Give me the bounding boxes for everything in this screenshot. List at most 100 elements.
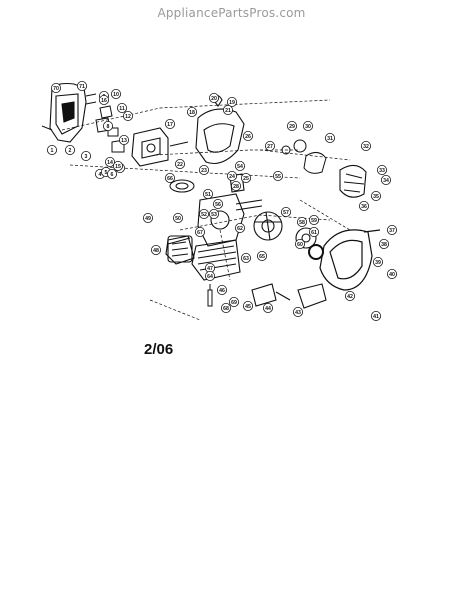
callout-57: 57 <box>280 206 291 217</box>
callout-label: 25 <box>243 176 249 182</box>
callout-41: 41 <box>370 310 381 321</box>
callout-label: 54 <box>237 164 243 170</box>
callout-15: 15 <box>113 160 124 171</box>
callout-label: 6 <box>111 172 114 178</box>
callout-label: 30 <box>305 124 311 130</box>
callout-34: 34 <box>380 174 391 185</box>
callout-label: 14 <box>107 160 113 166</box>
callout-53: 53 <box>208 208 219 219</box>
site-watermark: AppliancePartsPros.com <box>157 6 306 20</box>
gasket-part <box>169 179 195 193</box>
cylinder-part <box>191 239 241 281</box>
callout-66: 66 <box>164 172 175 183</box>
callout-46: 46 <box>216 284 227 295</box>
callout-38: 38 <box>378 238 389 249</box>
callout-40: 40 <box>386 268 397 279</box>
callout-62: 62 <box>234 222 245 233</box>
callout-label: 66 <box>167 176 173 182</box>
callout-45: 45 <box>242 300 253 311</box>
callout-label: 63 <box>243 256 249 262</box>
callout-label: 56 <box>215 202 221 208</box>
callout-16: 16 <box>99 95 110 106</box>
callout-61: 61 <box>308 226 319 237</box>
callout-label: 31 <box>327 136 333 142</box>
callout-33: 33 <box>376 164 387 175</box>
callout-label: 40 <box>389 272 395 278</box>
callout-70: 70 <box>51 83 62 94</box>
callout-label: 26 <box>245 134 251 140</box>
callout-label: 20 <box>211 96 217 102</box>
callout-69: 69 <box>228 296 239 307</box>
callout-37: 37 <box>386 224 397 235</box>
callout-label: 48 <box>153 248 159 254</box>
callout-label: 8 <box>107 124 110 130</box>
washer-parts <box>281 139 327 174</box>
callout-label: 34 <box>383 178 389 184</box>
screw-parts <box>41 93 97 131</box>
callout-label: 21 <box>225 108 231 114</box>
callout-label: 67 <box>197 230 203 236</box>
callout-label: 71 <box>79 84 85 90</box>
callout-30: 30 <box>302 121 313 132</box>
callout-label: 52 <box>201 212 207 218</box>
callout-label: 4 <box>99 172 102 178</box>
callout-label: 16 <box>101 98 107 104</box>
callout-59: 59 <box>308 214 319 225</box>
drive-cone-part <box>339 164 367 198</box>
callout-49: 49 <box>142 212 153 223</box>
callout-label: 57 <box>283 210 289 216</box>
starter-housing-part <box>319 229 381 291</box>
callout-label: 44 <box>265 306 271 312</box>
callout-43: 43 <box>292 306 303 317</box>
callout-13: 13 <box>119 134 130 145</box>
callout-label: 70 <box>53 86 59 92</box>
callout-label: 18 <box>189 110 195 116</box>
callout-52: 52 <box>198 208 209 219</box>
callout-8: 8 <box>103 121 114 132</box>
callout-60: 60 <box>294 238 305 249</box>
callout-label: 60 <box>297 242 303 248</box>
callout-64: 64 <box>204 270 215 281</box>
callout-label: 32 <box>363 144 369 150</box>
callout-55: 55 <box>272 170 283 181</box>
callout-label: 35 <box>373 194 379 200</box>
callout-label: 22 <box>177 162 183 168</box>
callout-36: 36 <box>358 200 369 211</box>
callout-63: 63 <box>240 252 251 263</box>
callout-label: 13 <box>121 138 127 144</box>
callout-label: 62 <box>237 226 243 232</box>
callout-label: 3 <box>85 154 88 160</box>
callout-label: 50 <box>175 216 181 222</box>
callout-label: 1 <box>51 148 54 154</box>
callout-label: 38 <box>381 242 387 248</box>
callout-label: 27 <box>267 144 273 150</box>
diagram-date: 2/06 <box>144 341 174 358</box>
callout-3: 3 <box>81 150 92 161</box>
callout-label: 11 <box>119 106 125 112</box>
callout-18: 18 <box>186 107 197 118</box>
callout-68: 68 <box>220 302 231 313</box>
callout-label: 65 <box>259 254 265 260</box>
callout-label: 55 <box>275 174 281 180</box>
callout-label: 17 <box>167 122 173 128</box>
callout-29: 29 <box>286 121 297 132</box>
callout-label: 68 <box>223 306 229 312</box>
callout-label: 19 <box>229 100 235 106</box>
callout-10: 10 <box>111 89 122 100</box>
callout-label: 39 <box>375 260 381 266</box>
callout-label: 58 <box>299 220 305 226</box>
callout-1: 1 <box>47 144 58 155</box>
callout-label: 12 <box>125 114 131 120</box>
callout-11: 11 <box>117 103 128 114</box>
callout-label: 47 <box>207 266 213 272</box>
callout-label: 23 <box>201 168 207 174</box>
callout-label: 15 <box>115 164 121 170</box>
callout-44: 44 <box>262 302 273 313</box>
callout-56: 56 <box>212 198 223 209</box>
callout-label: 53 <box>211 212 217 218</box>
callout-39: 39 <box>372 256 383 267</box>
callout-27: 27 <box>264 140 275 151</box>
callout-label: 43 <box>295 310 301 316</box>
callout-label: 41 <box>373 314 379 320</box>
